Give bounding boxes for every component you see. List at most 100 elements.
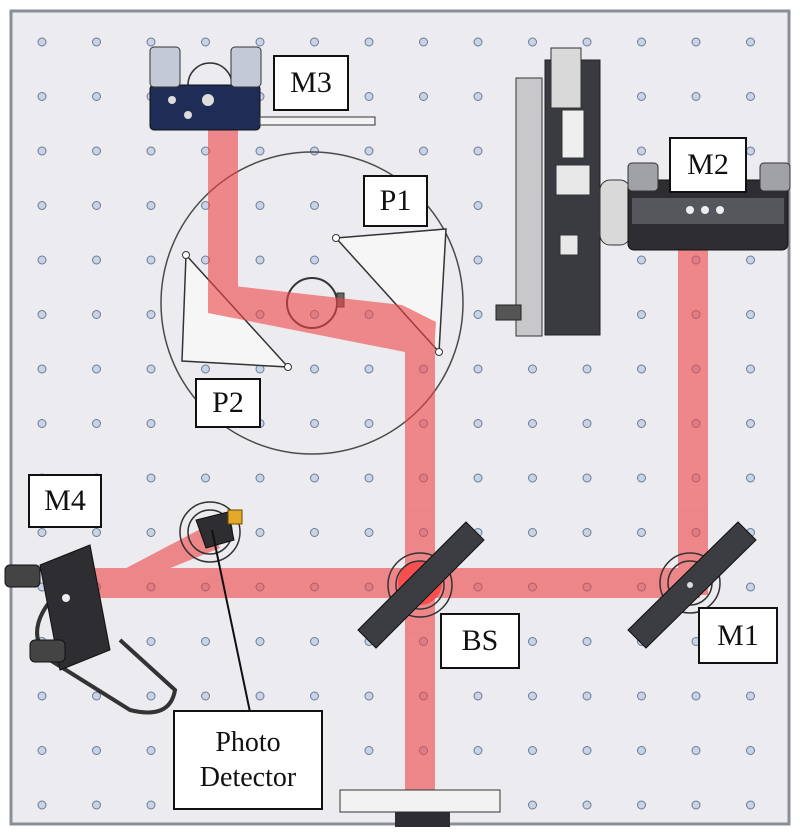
breadboard-hole <box>637 800 646 810</box>
breadboard-hole <box>637 746 646 755</box>
breadboard-hole <box>255 691 265 701</box>
breadboard-hole <box>255 201 265 210</box>
breadboard-hole <box>691 691 701 701</box>
breadboard-hole <box>637 691 646 701</box>
breadboard-hole <box>310 255 319 265</box>
breadboard-hole <box>528 691 537 701</box>
breadboard-hole <box>255 255 265 265</box>
breadboard-hole <box>37 528 47 537</box>
label-m3: M3 <box>273 55 349 111</box>
breadboard-hole <box>746 364 755 374</box>
breadboard-hole <box>92 419 101 428</box>
breadboard-hole <box>146 419 156 428</box>
laser-icon <box>339 789 501 827</box>
breadboard-hole <box>146 691 156 701</box>
label-photo-detector: Photo Detector <box>173 710 323 810</box>
breadboard-hole <box>637 310 646 319</box>
breadboard-hole <box>37 255 47 265</box>
breadboard-hole <box>746 582 755 592</box>
breadboard-hole <box>310 364 319 374</box>
breadboard-hole <box>746 800 755 810</box>
breadboard-hole <box>473 146 483 156</box>
breadboard-hole <box>146 473 156 483</box>
label-photo-detector-line2: Detector <box>199 762 297 793</box>
breadboard-hole <box>364 92 374 101</box>
kinematic-mirror-mount-icon <box>149 46 376 131</box>
breadboard-hole <box>92 201 101 210</box>
breadboard-hole <box>691 800 701 810</box>
beam-splitter-icon <box>357 521 485 649</box>
breadboard-hole <box>146 364 156 374</box>
breadboard-hole <box>364 691 374 701</box>
breadboard-hole <box>146 746 156 755</box>
breadboard-hole <box>582 528 592 537</box>
breadboard-hole <box>528 37 537 47</box>
breadboard-hole <box>691 92 701 101</box>
breadboard-hole <box>691 37 701 47</box>
breadboard-hole <box>528 746 537 755</box>
breadboard-hole <box>364 528 374 537</box>
breadboard-hole <box>582 473 592 483</box>
breadboard-hole <box>37 691 47 701</box>
breadboard-hole <box>92 691 101 701</box>
breadboard-hole <box>146 637 156 646</box>
breadboard-hole <box>746 419 755 428</box>
breadboard-hole <box>310 637 319 646</box>
breadboard-hole <box>582 364 592 374</box>
breadboard-hole <box>37 419 47 428</box>
breadboard-hole <box>473 37 483 47</box>
breadboard-hole <box>637 473 646 483</box>
breadboard-hole <box>582 746 592 755</box>
breadboard-hole <box>473 92 483 101</box>
breadboard-hole <box>201 691 210 701</box>
breadboard-hole <box>582 419 592 428</box>
breadboard-hole <box>419 92 428 101</box>
breadboard-hole <box>528 419 537 428</box>
breadboard-hole <box>746 255 755 265</box>
breadboard-hole <box>37 364 47 374</box>
breadboard-hole <box>92 364 101 374</box>
breadboard-hole <box>746 746 755 755</box>
breadboard-hole <box>637 92 646 101</box>
breadboard-hole <box>746 92 755 101</box>
breadboard-hole <box>37 146 47 156</box>
breadboard-hole <box>92 528 101 537</box>
breadboard-hole <box>582 637 592 646</box>
photo-detector-leader-line <box>211 529 251 713</box>
breadboard-hole <box>691 746 701 755</box>
label-photo-detector-line1: Photo <box>215 727 281 758</box>
breadboard-hole <box>746 310 755 319</box>
breadboard-hole <box>473 746 483 755</box>
breadboard-hole <box>746 37 755 47</box>
beam-prism-diagonal <box>208 283 436 352</box>
breadboard-hole <box>473 473 483 483</box>
breadboard-hole <box>92 800 101 810</box>
breadboard-hole <box>419 146 428 156</box>
breadboard-hole <box>146 37 156 47</box>
breadboard-hole <box>637 364 646 374</box>
breadboard-hole <box>37 746 47 755</box>
breadboard-hole <box>473 255 483 265</box>
breadboard-hole <box>473 419 483 428</box>
mirror-mount-icon <box>627 521 757 649</box>
breadboard-hole <box>364 146 374 156</box>
breadboard-hole <box>310 37 319 47</box>
breadboard-hole <box>310 146 319 156</box>
breadboard-hole <box>255 146 265 156</box>
breadboard-hole <box>92 255 101 265</box>
breadboard-hole <box>364 37 374 47</box>
label-p2: P2 <box>195 378 261 428</box>
breadboard-hole <box>255 37 265 47</box>
breadboard-hole <box>310 201 319 210</box>
breadboard-hole <box>146 255 156 265</box>
breadboard-hole <box>92 37 101 47</box>
breadboard-hole <box>419 37 428 47</box>
breadboard-hole <box>92 746 101 755</box>
breadboard-hole <box>364 419 374 428</box>
breadboard-hole <box>92 92 101 101</box>
breadboard-hole <box>146 528 156 537</box>
label-m4: M4 <box>28 474 102 528</box>
breadboard-hole <box>637 255 646 265</box>
breadboard-hole <box>37 201 47 210</box>
